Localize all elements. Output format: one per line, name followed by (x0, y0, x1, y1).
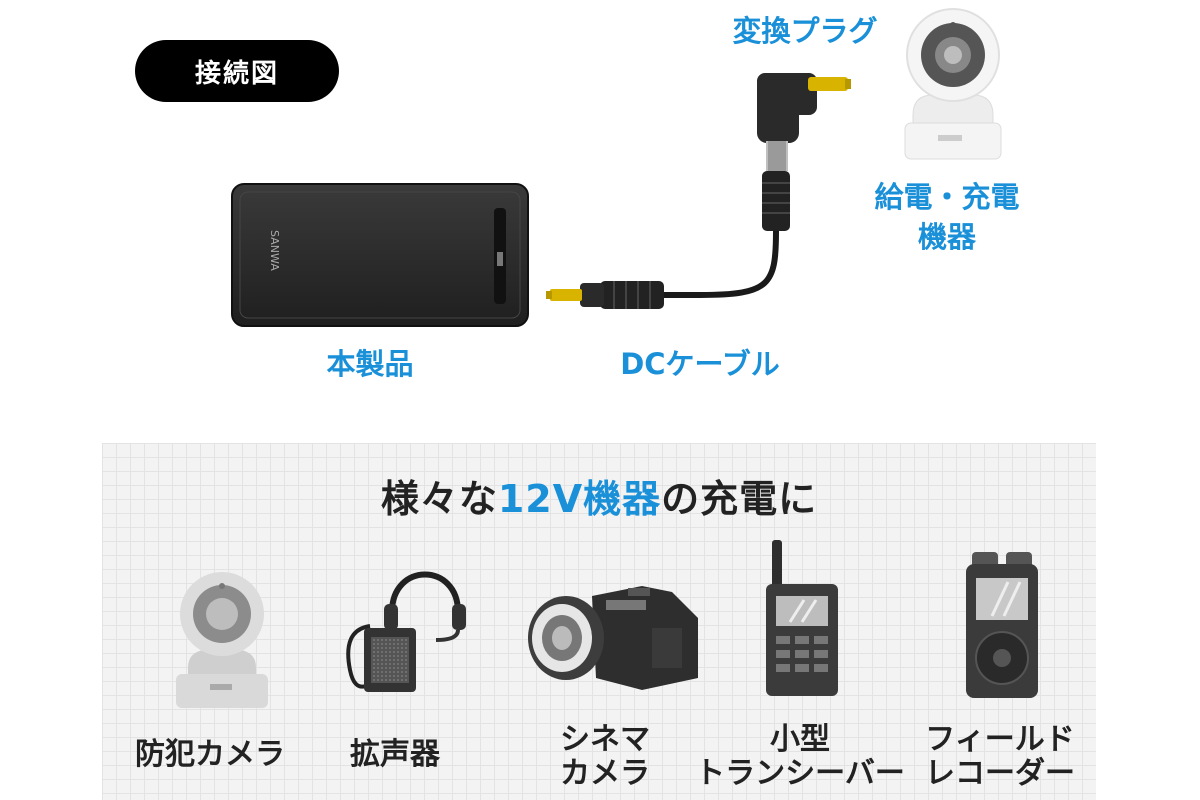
device-label-security-camera: 防犯カメラ (115, 738, 305, 772)
dc-cable-image (546, 73, 851, 309)
device-label-line2: 機器 (917, 220, 976, 254)
device-label-speaker: 拡声器 (320, 738, 470, 772)
device-label-line1: シネマ (560, 722, 650, 757)
product-label: 本製品 (326, 347, 414, 381)
security-camera-icon (176, 572, 268, 708)
badge-label: 接続図 (194, 58, 279, 89)
section-headline: 様々な12V機器の充電に (102, 468, 1096, 523)
device-label-transceiver: 小型 トランシーバー (695, 723, 905, 791)
device-label-line2: トランシーバー (695, 756, 905, 791)
diagram-badge: 接続図 (135, 40, 339, 102)
device-label-line1: フィールド (925, 722, 1075, 757)
product-brand: SANWA (268, 230, 281, 271)
field-recorder-icon (966, 552, 1038, 698)
transceiver-icon (766, 540, 838, 696)
product-image (231, 183, 529, 327)
plug-label: 変換プラグ (732, 14, 878, 48)
device-label-line1: 給電・充電 (874, 180, 1020, 214)
device-label-line1: 小型 (770, 722, 830, 757)
headline-highlight: 12V機器 (497, 477, 662, 521)
device-label-line2: レコーダー (925, 756, 1075, 791)
headline-pre: 様々な (380, 477, 498, 521)
camera-device-image (904, 8, 1002, 160)
device-label-line1: 拡声器 (350, 737, 440, 772)
speaker-icon (346, 571, 466, 692)
headline-post: の充電に (661, 477, 818, 521)
device-label-field-recorder: フィールド レコーダー (915, 723, 1085, 791)
cable-label: DCケーブル (620, 347, 780, 381)
device-label-line2: カメラ (560, 756, 650, 791)
cinema-camera-icon (528, 586, 698, 690)
device-label-cinema-camera: シネマ カメラ (520, 723, 690, 791)
device-label-line1: 防犯カメラ (135, 737, 285, 772)
